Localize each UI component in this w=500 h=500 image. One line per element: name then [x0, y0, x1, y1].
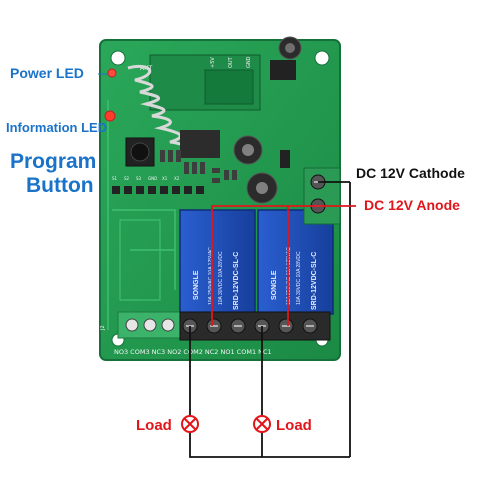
power-led-icon: [107, 68, 117, 78]
relay-spec: 10A 30VDC 10A 28VDC: [296, 251, 302, 305]
terminal-labels: NO3 COM3 NC3 NO2 COM2 NC2 NO1 COM1 NC1: [114, 348, 272, 356]
wire-load-return: [189, 326, 350, 458]
ic-chip: [180, 130, 220, 158]
pin-label-gnd: GND: [246, 56, 252, 68]
lamp-cross-icon: [181, 415, 199, 433]
resistor-array: [160, 150, 290, 183]
wire-anode-common-1: [211, 205, 318, 326]
switch-label: GND: [148, 176, 157, 181]
antenna-coil: [127, 64, 190, 158]
terminal-block-bottom: NO3 COM3 NC3 NO2 COM2 NC2 NO1 COM1 NC1 J…: [100, 311, 331, 356]
relay-1: SONGLE 10A 250VAC 10A 125VAC 10A 30VDC 1…: [179, 209, 256, 315]
capacitor: [278, 36, 302, 60]
relay-model: SRD-12VDC-SL-C: [311, 252, 318, 310]
switch-label: S1: [112, 176, 118, 181]
switch-label: X2: [174, 176, 180, 181]
switch-label: S3: [136, 176, 142, 181]
program-button-label: Button: [26, 174, 94, 197]
program-button-icon: [125, 137, 155, 167]
switch-label: X1: [162, 176, 168, 181]
relay-spec: 10A 250VAC 10A 125VAC: [208, 247, 214, 305]
relay-2: SONGLE 10A 250VAC 10A 125VAC 10A 30VDC 1…: [257, 209, 334, 315]
dc-anode-label: DC 12V Anode: [364, 197, 460, 213]
voltage-regulator: [270, 60, 296, 80]
pin-label-out: OUT: [228, 56, 234, 68]
pin-label-5v: +5V: [210, 57, 216, 68]
capacitor: [246, 172, 278, 204]
information-led-label: Information LED: [6, 120, 107, 135]
relay-brand: SONGLE: [271, 270, 278, 300]
j-label: J2: [100, 325, 106, 331]
lamp-cross-icon: [253, 415, 271, 433]
relay-spec: 10A 250VAC 10A 125VAC: [286, 247, 292, 305]
terminal-block-power: [303, 167, 341, 225]
relay-spec: 10A 30VDC 10A 28VDC: [218, 251, 224, 305]
capacitor: [233, 135, 263, 165]
rf-module: ANT +5V OUT GND: [140, 54, 261, 111]
load-label-right: Load: [276, 417, 312, 434]
program-button-label: Program: [10, 150, 96, 173]
information-led-icon: [104, 110, 116, 122]
power-led-label: Power LED: [10, 65, 84, 81]
relay-brand: SONGLE: [193, 270, 200, 300]
switch-label: S2: [124, 176, 130, 181]
dc-cathode-label: DC 12V Cathode: [356, 165, 465, 181]
relay-model: SRD-12VDC-SL-C: [233, 252, 240, 310]
switch-row: S1 S2 S3 GND X1 X2: [112, 176, 204, 194]
load-label-left: Load: [136, 417, 172, 434]
